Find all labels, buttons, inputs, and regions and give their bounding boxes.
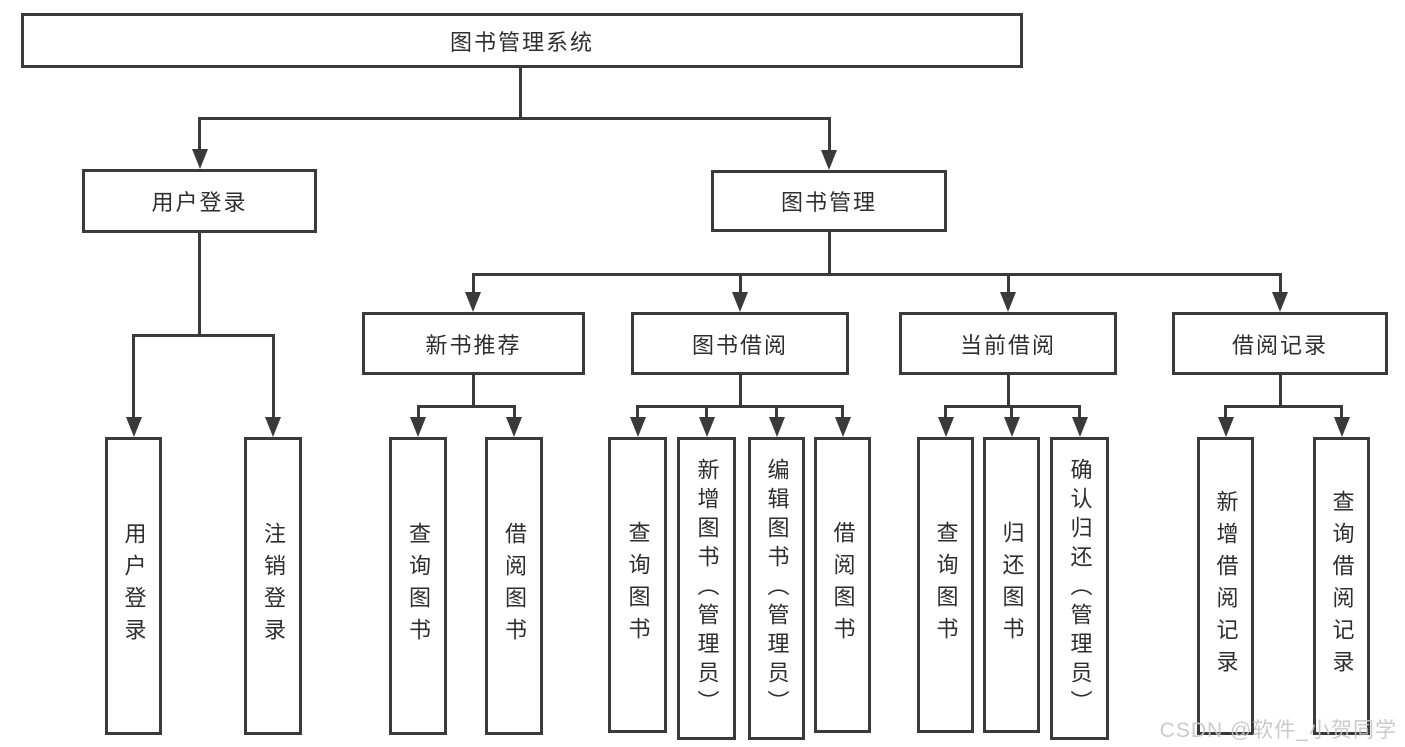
- edge-arrow-borrow-books: [841, 405, 844, 417]
- edge-new-book-recommend-branch: [416, 405, 516, 408]
- node-borrow-records: 借阅记录: [1172, 312, 1388, 375]
- node-library-system: 图书管理系统: [21, 13, 1023, 68]
- leaf-query-books-borrow: 查询图书: [608, 437, 667, 733]
- edge-arrow-query-borrow-record: [1340, 405, 1343, 417]
- leaf-borrow-books-recommend: 借阅图书: [485, 437, 543, 735]
- edge-arrow-new-book-recommend: [471, 273, 475, 292]
- leaf-user-login: 用户登录: [105, 437, 162, 735]
- edge-book-borrow-branch: [636, 405, 844, 408]
- edge-arrow-user-login: [198, 117, 201, 149]
- edge-arrow-leaf-logout: [271, 334, 275, 417]
- node-current-borrow: 当前借阅: [899, 312, 1117, 375]
- node-user-login: 用户登录: [82, 169, 317, 233]
- edge-arrow-current-borrow: [1006, 273, 1010, 292]
- edge-arrow-borrow-books-recommend: [512, 405, 516, 417]
- node-book-borrow: 图书借阅: [631, 312, 849, 375]
- node-new-book-recommend: 新书推荐: [362, 312, 585, 375]
- edge-user-login-branch: [132, 334, 275, 337]
- leaf-add-books-admin: 新增图书（管理员）: [677, 437, 736, 740]
- edge-arrow-leaf-user-login: [132, 334, 135, 417]
- edge-arrow-edit-books-admin: [775, 405, 778, 417]
- edge-book-borrow-stem: [738, 375, 742, 408]
- edge-arrow-query-books-recommend: [416, 405, 420, 417]
- edge-arrow-book-management: [827, 117, 831, 150]
- leaf-query-books-recommend: 查询图书: [389, 437, 447, 735]
- edge-arrow-add-borrow-record: [1224, 405, 1227, 417]
- leaf-query-books-current: 查询图书: [917, 437, 974, 733]
- edge-book-management-branch: [471, 273, 1282, 276]
- edge-book-management-stem: [827, 232, 831, 276]
- edge-new-book-recommend-stem: [471, 375, 475, 408]
- csdn-watermark: CSDN @软件_小贺同学: [1159, 719, 1397, 742]
- leaf-confirm-return-admin: 确认归还（管理员）: [1050, 437, 1109, 740]
- edge-root-branch: [198, 117, 831, 120]
- edge-arrow-book-borrow: [738, 273, 742, 292]
- edge-user-login-stem: [198, 233, 201, 337]
- edge-borrow-records-stem: [1278, 375, 1282, 408]
- edge-current-borrow-stem: [1006, 375, 1010, 408]
- leaf-add-borrow-record: 新增借阅记录: [1197, 437, 1254, 735]
- edge-arrow-add-books-admin: [705, 405, 708, 417]
- edge-arrow-borrow-records: [1278, 273, 1282, 292]
- leaf-borrow-books: 借阅图书: [814, 437, 871, 733]
- edge-arrow-confirm-return-admin: [1078, 405, 1081, 417]
- leaf-edit-books-admin: 编辑图书（管理员）: [748, 437, 805, 740]
- edge-arrow-query-books-borrow: [636, 405, 639, 417]
- edge-arrow-return-books: [1010, 405, 1013, 417]
- node-book-management: 图书管理: [711, 170, 947, 232]
- edge-root-stem: [518, 68, 522, 120]
- leaf-return-books: 归还图书: [983, 437, 1040, 733]
- edge-arrow-query-books-current: [944, 405, 947, 417]
- edge-borrow-records-branch: [1224, 405, 1343, 408]
- leaf-logout: 注销登录: [244, 437, 302, 735]
- leaf-query-borrow-record: 查询借阅记录: [1313, 437, 1370, 735]
